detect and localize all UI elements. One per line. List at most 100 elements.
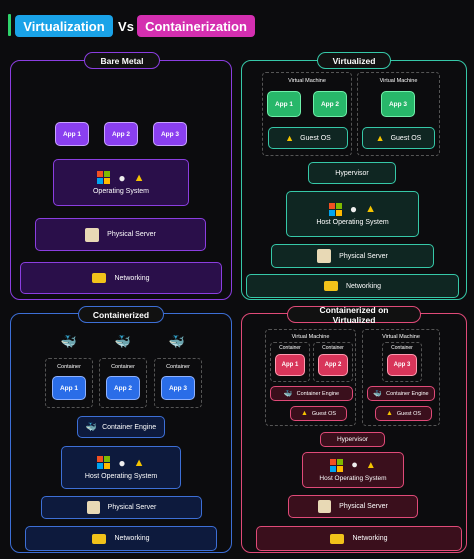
cv-vm2-container-1 bbox=[382, 342, 422, 382]
ct-networking: Networking bbox=[25, 526, 217, 551]
title-vs: Vs bbox=[118, 18, 134, 34]
virtualized-title: Virtualized bbox=[317, 52, 391, 69]
vm-hypervisor: Hypervisor bbox=[308, 162, 396, 184]
bm-app-1: App 1 bbox=[55, 122, 89, 146]
container-3-label: Container bbox=[166, 364, 190, 370]
linux-icon: ▲ bbox=[133, 171, 145, 184]
network-card-icon bbox=[92, 273, 107, 283]
container-3 bbox=[154, 358, 202, 408]
docker-icon: 🐳 bbox=[85, 421, 98, 432]
linux-icon: ▲ bbox=[365, 203, 377, 215]
cv-vm2-container-engine: 🐳 Container Engine bbox=[367, 386, 435, 401]
title-virtualization: Virtualization bbox=[15, 15, 113, 37]
vm-physical-server: Physical Server bbox=[271, 244, 434, 268]
cv-vm1-container-1-label: Container bbox=[279, 345, 301, 351]
apple-icon: ● bbox=[118, 170, 126, 185]
vm-1 bbox=[262, 72, 352, 156]
vm-app-2: App 2 bbox=[313, 91, 347, 117]
container-2 bbox=[99, 358, 147, 408]
linux-icon: ▲ bbox=[365, 459, 376, 471]
ct-networking-label: Networking bbox=[114, 535, 150, 542]
cv-vm2-guest-label: Guest OS bbox=[396, 410, 422, 417]
vm-networking: Networking bbox=[246, 274, 459, 298]
cv-host-os-label: Host Operating System bbox=[319, 474, 387, 482]
vm-2-guest-os: ▲ Guest OS bbox=[362, 127, 435, 149]
ct-engine-label: Container Engine bbox=[102, 423, 157, 431]
ct-host-os: ● ▲ Host Operating System bbox=[61, 446, 181, 489]
windows-icon bbox=[328, 202, 342, 216]
apple-icon: ● bbox=[351, 459, 358, 471]
title-containerization: Containerization bbox=[137, 15, 255, 37]
ct-physical-server: Physical Server bbox=[41, 496, 202, 519]
cv-app-3: App 3 bbox=[387, 354, 417, 376]
container-1 bbox=[45, 358, 93, 408]
linux-icon: ▲ bbox=[375, 133, 385, 143]
linux-icon: ▲ bbox=[385, 410, 393, 417]
network-card-icon bbox=[92, 533, 107, 544]
docker-icon: 🐳 bbox=[114, 334, 132, 349]
docker-icon: 🐳 bbox=[373, 390, 383, 398]
vm-1-guest-label: Guest OS bbox=[300, 134, 331, 142]
cv-physical-server: Physical Server bbox=[288, 495, 418, 518]
cv-vm1-guest-label: Guest OS bbox=[311, 410, 337, 417]
docker-icon: 🐳 bbox=[60, 334, 78, 349]
server-icon bbox=[317, 249, 332, 263]
docker-icon: 🐳 bbox=[168, 334, 186, 349]
bm-networking: Networking bbox=[20, 262, 222, 294]
container-2-label: Container bbox=[111, 364, 135, 370]
apple-icon: ● bbox=[349, 202, 358, 216]
cv-hypervisor: Hypervisor bbox=[320, 432, 385, 447]
cv-networking-label: Networking bbox=[352, 535, 388, 542]
vm-2-label: Virtual Machine bbox=[379, 78, 418, 84]
cv-vm-2-label: Virtual Machine bbox=[382, 333, 420, 340]
ct-server-label: Physical Server bbox=[107, 504, 157, 511]
vm-app-3: App 3 bbox=[381, 91, 415, 117]
bm-os-label: Operating System bbox=[92, 187, 150, 195]
docker-icon: 🐳 bbox=[283, 390, 293, 398]
bm-physical-server: Physical Server bbox=[35, 218, 206, 251]
title-accent-bar bbox=[8, 14, 11, 36]
container-1-label: Container bbox=[57, 364, 81, 370]
linux-icon: ▲ bbox=[300, 410, 308, 417]
os-icons: ● ▲ bbox=[97, 455, 145, 470]
apple-icon: ● bbox=[118, 455, 126, 470]
vm-host-os-label: Host Operating System bbox=[316, 219, 389, 226]
vm-1-guest-os: ▲ Guest OS bbox=[268, 127, 348, 149]
vm-2-guest-label: Guest OS bbox=[390, 134, 422, 142]
vm-server-label: Physical Server bbox=[339, 252, 388, 260]
bm-server-label: Physical Server bbox=[107, 231, 156, 238]
network-card-icon bbox=[330, 533, 345, 544]
cv-server-label: Physical Server bbox=[339, 503, 388, 510]
bm-app-2: App 2 bbox=[104, 122, 138, 146]
cv-vm-2 bbox=[362, 329, 440, 426]
vm-2 bbox=[357, 72, 440, 156]
cv-vm-1-label: Virtual Machine bbox=[291, 333, 330, 340]
os-icons: ● ▲ bbox=[330, 458, 376, 472]
cv-host-os: ● ▲ Host Operating System bbox=[302, 452, 404, 488]
server-icon bbox=[86, 501, 100, 514]
cv-vm1-container-2-label: Container bbox=[322, 345, 344, 351]
ct-app-2: App 2 bbox=[106, 376, 140, 400]
linux-icon: ▲ bbox=[133, 456, 145, 469]
cv-vm2-guest-os: ▲ Guest OS bbox=[375, 406, 432, 421]
cv-networking: Networking bbox=[256, 526, 462, 551]
os-icons: ● ▲ bbox=[328, 202, 377, 216]
vm-app-1: App 1 bbox=[267, 91, 301, 117]
cv-vm1-container-engine: 🐳 Container Engine bbox=[270, 386, 353, 401]
cv-vm-1 bbox=[265, 329, 356, 426]
bm-operating-system: ● ▲ Operating System bbox=[53, 159, 189, 206]
os-icons: ● ▲ bbox=[97, 170, 145, 185]
ct-host-os-label: Host Operating System bbox=[84, 472, 158, 480]
ct-app-1: App 1 bbox=[52, 376, 86, 400]
cv-vm1-guest-os: ▲ Guest OS bbox=[290, 406, 347, 421]
bm-app-3: App 3 bbox=[153, 122, 187, 146]
cv-vm2-engine-label: Container Engine bbox=[386, 390, 429, 397]
cv-app-1: App 1 bbox=[275, 354, 305, 376]
ct-app-3: App 3 bbox=[161, 376, 195, 400]
server-icon bbox=[85, 227, 100, 242]
cv-vm1-container-1 bbox=[270, 342, 310, 382]
vm-networking-label: Networking bbox=[345, 282, 381, 290]
cv-vm2-container-1-label: Container bbox=[391, 345, 413, 351]
vm-1-label: Virtual Machine bbox=[288, 78, 326, 84]
vm-host-os: ● ▲ Host Operating System bbox=[286, 191, 419, 237]
